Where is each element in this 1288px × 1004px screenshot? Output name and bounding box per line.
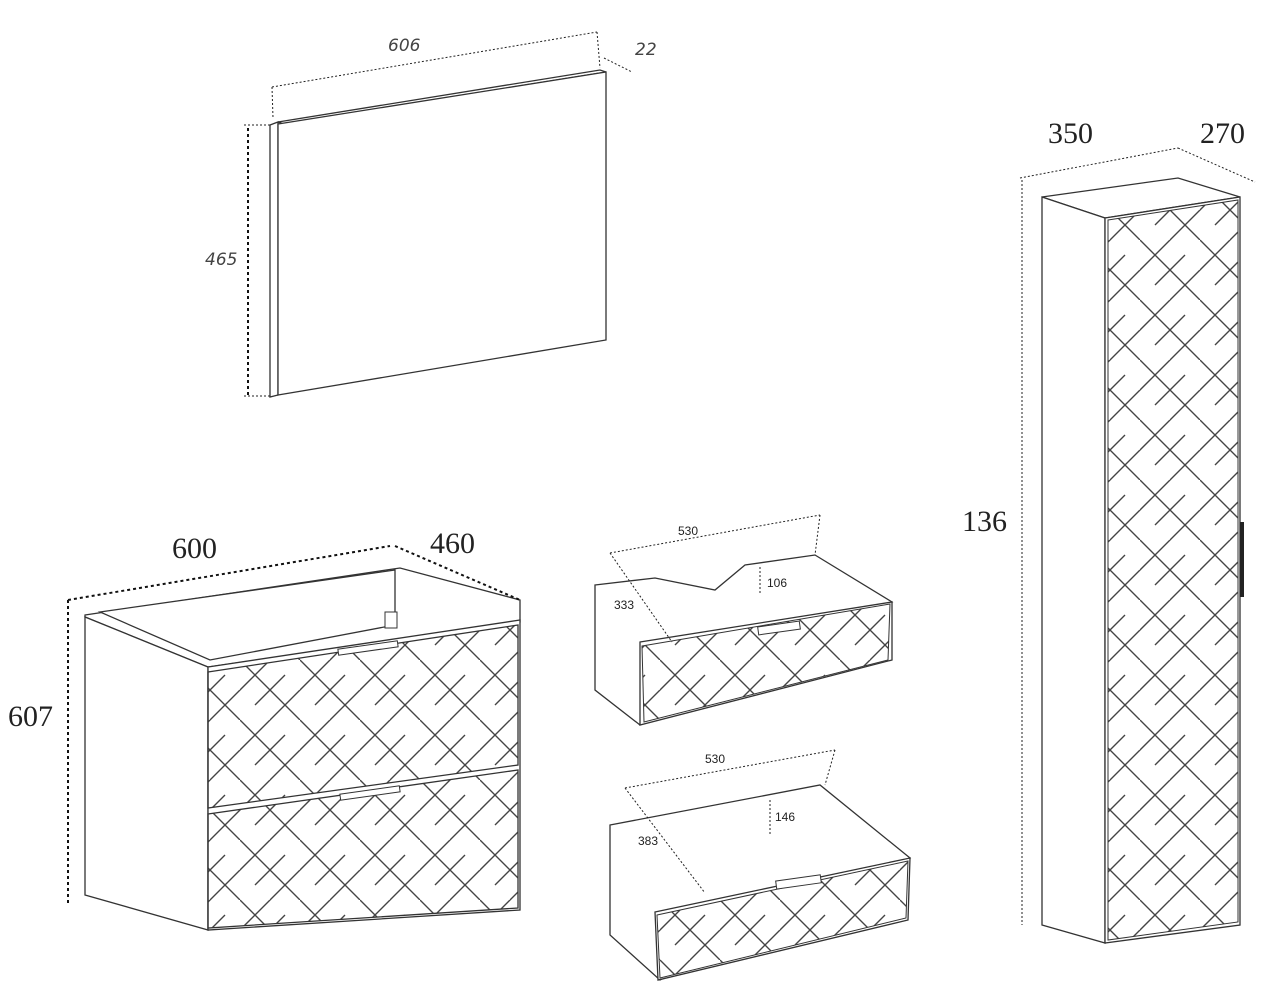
- drawer-bottom-height-label: 146: [775, 810, 796, 824]
- vanity-height-label: 607: [8, 700, 53, 733]
- vanity-depth-label: 460: [430, 527, 475, 560]
- drawer-top-drawing: [594, 514, 894, 726]
- drawer-bottom-width-label: 530: [705, 752, 726, 766]
- tall-cabinet-height-label: 136: [962, 505, 1007, 538]
- mirror-height-label: 465: [205, 250, 238, 270]
- drawer-top-height-label: 106: [767, 576, 788, 590]
- vanity-width-label: 600: [172, 532, 217, 565]
- vanity-drawing: [67, 545, 521, 931]
- mirror-depth-label: 22: [635, 40, 657, 60]
- drawer-top-depth-label: 333: [614, 598, 635, 612]
- tall-cabinet-drawing: [1019, 147, 1256, 944]
- drawer-bottom-drawing: [609, 749, 912, 981]
- mirror-width-label: 606: [388, 36, 421, 56]
- tall-cabinet-width-label: 350: [1048, 117, 1093, 150]
- tall-cabinet-depth-label: 270: [1200, 117, 1245, 150]
- drawer-bottom-depth-label: 383: [638, 834, 659, 848]
- drawer-top-width-label: 530: [678, 524, 699, 538]
- mirror-drawing: [244, 31, 633, 398]
